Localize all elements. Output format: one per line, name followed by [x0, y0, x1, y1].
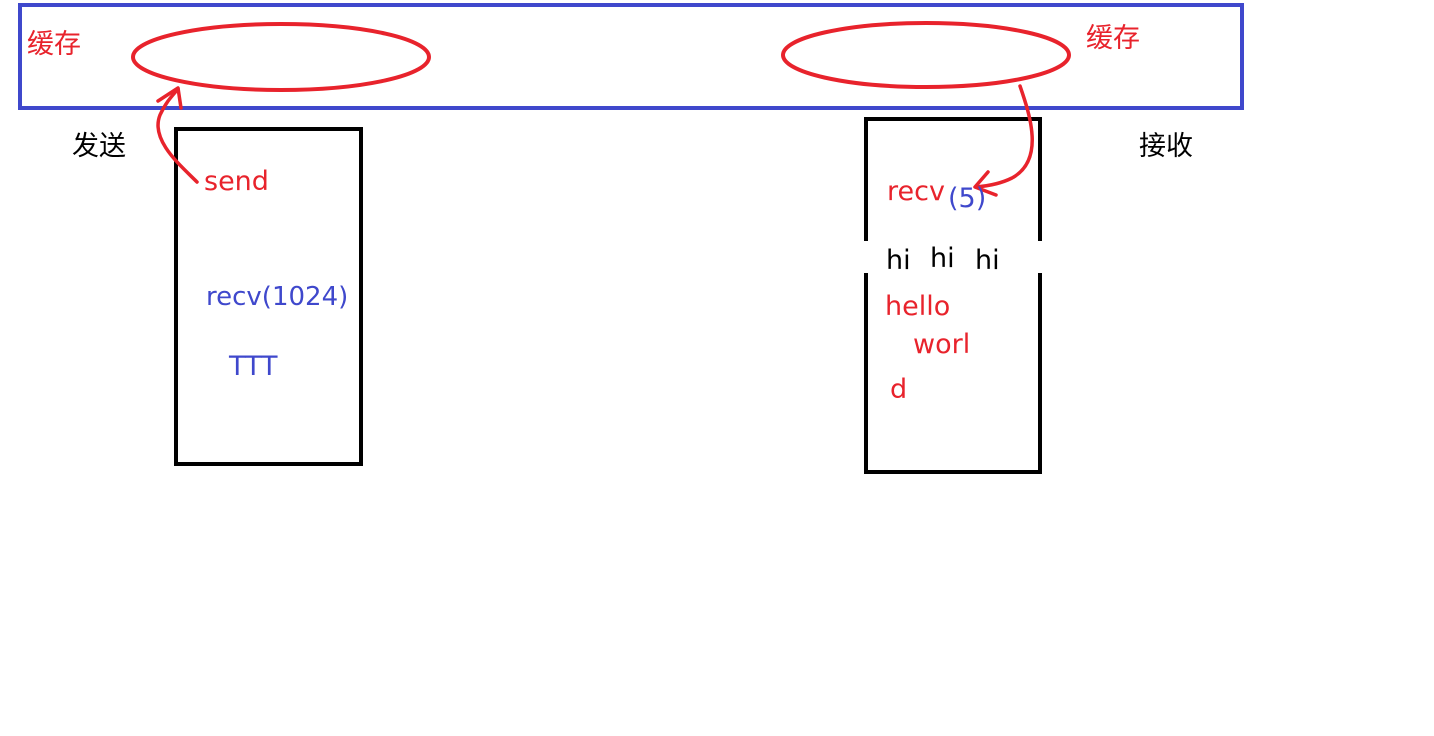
recv-call-label: recv [887, 176, 945, 207]
recv-buffer-ellipse [781, 21, 1071, 89]
receiver-box [864, 117, 1042, 474]
sender-box [174, 127, 363, 466]
buffer-frame [18, 3, 1244, 110]
hi-label-3: hi [975, 245, 1000, 276]
send-arrow [156, 87, 199, 184]
buffer-label-right: 缓存 [1086, 23, 1140, 54]
send-side-label: 发送 [72, 131, 126, 162]
hi-label-1: hi [886, 245, 911, 276]
recv-1024-label: recv(1024) [206, 282, 349, 312]
worl-label: worl [913, 329, 971, 360]
recv-arg-label: (5) [948, 183, 987, 214]
hi-label-2: hi [930, 243, 955, 274]
hello-label: hello [885, 291, 951, 322]
receiver-box-gap [862, 241, 1046, 273]
recv-side-label: 接收 [1139, 131, 1193, 162]
recv-arrow [974, 84, 1034, 189]
ttt-label: TTT [229, 351, 278, 382]
buffer-label-left: 缓存 [27, 29, 81, 60]
send-arrow-head [156, 86, 183, 110]
send-call-label: send [204, 166, 269, 197]
send-buffer-ellipse [131, 22, 431, 92]
recv-arrow-head [973, 170, 998, 197]
d-label: d [890, 374, 908, 405]
